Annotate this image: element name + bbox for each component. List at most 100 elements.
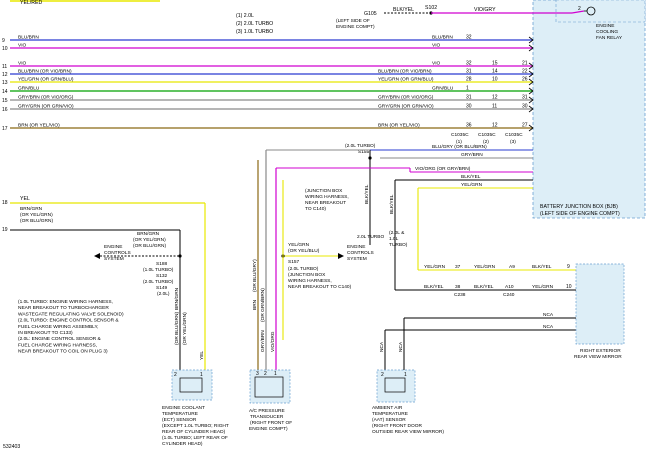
pin-number: 32 bbox=[466, 35, 472, 41]
label-line: NEAR BREAKOUT TO TURBOCHARGER bbox=[18, 305, 109, 311]
svg-text:(OR YEL/GRN): (OR YEL/GRN) bbox=[182, 312, 188, 345]
row-wire-label: BLU/BRN bbox=[18, 35, 39, 41]
yel-grn-wire: YEL/GRN bbox=[461, 182, 483, 188]
pin-number: 31 bbox=[466, 69, 472, 75]
s155: S155 bbox=[358, 149, 370, 155]
svg-text:(1): (1) bbox=[456, 139, 462, 145]
svg-text:RIGHT EXTERIOR: RIGHT EXTERIOR bbox=[580, 348, 621, 354]
row-wire-label-right: VIO bbox=[432, 61, 441, 67]
svg-text:3: 3 bbox=[256, 371, 259, 377]
vio-org-wire: VIO/ORG (OR GRY/BRN) bbox=[415, 166, 471, 172]
svg-text:NEAR BREAKOUT TO C140): NEAR BREAKOUT TO C140) bbox=[288, 284, 352, 290]
row-wire-label-right: GRN/BLU bbox=[432, 86, 454, 92]
vio-gry-header: VIO/GRY bbox=[474, 7, 496, 13]
pin-number: 14 bbox=[492, 69, 498, 75]
svg-text:1: 1 bbox=[404, 372, 407, 378]
mirror-box bbox=[575, 263, 625, 345]
yel-grn-s157: YEL/GRN bbox=[288, 242, 310, 248]
pin-number: 32 bbox=[466, 61, 472, 67]
relay-label-3: FAN RELAY bbox=[596, 35, 623, 41]
label-line: NEAR BREAKOUT TO COIL ON PLUG 3) bbox=[18, 349, 108, 355]
svg-text:(2.0L &: (2.0L & bbox=[389, 230, 405, 236]
pin-number: 1 bbox=[466, 86, 469, 92]
footer-code: 532403 bbox=[3, 444, 20, 450]
row-number: 17 bbox=[2, 126, 8, 132]
label-line: TEMPERATURE bbox=[162, 411, 198, 417]
label-line: (2.0L: ENGINE CONTROL SENSOR & bbox=[18, 336, 102, 342]
row-wire-label: VIO bbox=[18, 43, 27, 49]
g105-label: G105 bbox=[364, 11, 377, 17]
pin-number: 26 bbox=[522, 77, 528, 83]
connector-arrow-icon bbox=[528, 105, 534, 113]
svg-text:C238: C238 bbox=[454, 292, 466, 298]
connector-arrow-icon bbox=[528, 96, 534, 104]
svg-text:10: 10 bbox=[566, 284, 572, 290]
svg-text:YEL/GRN: YEL/GRN bbox=[532, 284, 554, 290]
row-wire-label-right: BRN (OR YEL/VIO) bbox=[378, 123, 420, 129]
svg-text:ENGINE COMPT): ENGINE COMPT) bbox=[249, 426, 288, 432]
pin-number: 10 bbox=[492, 77, 498, 83]
svg-text:(JUNCTION BOX: (JUNCTION BOX bbox=[305, 188, 343, 194]
relay-label-1: ENGINE bbox=[596, 23, 614, 29]
row-wire-label-right: VIO bbox=[432, 43, 441, 49]
pin-number: 30 bbox=[522, 104, 528, 110]
svg-text:C240: C240 bbox=[503, 292, 515, 298]
bjb-label-2: (LEFT SIDE OF ENGINE COMPT) bbox=[540, 211, 620, 217]
svg-text:YEL/GRN: YEL/GRN bbox=[474, 264, 496, 270]
svg-text:WIRING HARNESS,: WIRING HARNESS, bbox=[305, 194, 349, 200]
legend-item-3: (3) 1.0L TURBO bbox=[236, 29, 273, 35]
svg-text:NCA: NCA bbox=[379, 341, 385, 352]
row-number: 16 bbox=[2, 107, 8, 113]
label-line: REAR OF CYLINDER HEAD) bbox=[162, 429, 226, 435]
row-wire-label: YEL/GRN (OR GRN/BLU) bbox=[18, 77, 74, 83]
svg-text:ENGINE: ENGINE bbox=[347, 244, 365, 250]
svg-text:YEL: YEL bbox=[199, 351, 205, 360]
row-number: 13 bbox=[2, 80, 8, 86]
svg-text:(2): (2) bbox=[483, 139, 489, 145]
svg-text:9: 9 bbox=[567, 264, 570, 270]
row-number: 15 bbox=[2, 98, 8, 104]
svg-text:1: 1 bbox=[200, 372, 203, 378]
svg-text:CONTROLS: CONTROLS bbox=[104, 250, 131, 256]
blk-yel-header: BLK/YEL bbox=[393, 7, 414, 13]
svg-text:(2.0L TURBO): (2.0L TURBO) bbox=[288, 266, 319, 272]
turbo-label: 2.0L TURBO bbox=[357, 234, 384, 240]
legend-item-1: (1) 2.0L bbox=[236, 13, 254, 19]
svg-text:BRN/GRN: BRN/GRN bbox=[174, 287, 180, 310]
svg-text:(JUNCTION BOX: (JUNCTION BOX bbox=[288, 272, 326, 278]
row-wire-label-right: GRY/BRN (OR VIO/ORG) bbox=[378, 95, 434, 101]
label-line: (2.0L TURBO: ENGINE CONTROL SENSOR & bbox=[18, 318, 119, 324]
svg-text:GRY/BRN: GRY/BRN bbox=[260, 330, 266, 352]
svg-text:(1.0L TURBO): (1.0L TURBO) bbox=[143, 267, 174, 273]
svg-text:NCA: NCA bbox=[543, 312, 554, 318]
label-line: OUTSIDE REAR VIEW MIRROR) bbox=[372, 429, 444, 435]
svg-text:(2.0L): (2.0L) bbox=[157, 291, 170, 297]
label-line: (AAT) SENSOR bbox=[372, 417, 406, 423]
svg-text:NCA: NCA bbox=[398, 341, 404, 352]
g105-note: (LEFT SIDE OF bbox=[336, 18, 370, 24]
svg-text:18: 18 bbox=[2, 200, 8, 206]
pin-number: 28 bbox=[466, 77, 472, 83]
svg-text:TURBO): TURBO) bbox=[389, 242, 408, 248]
svg-text:(RIGHT FRONT OF: (RIGHT FRONT OF bbox=[250, 420, 292, 426]
label-line: (EXCEPT 1.0L TURBO; RIGHT bbox=[162, 423, 229, 429]
connector-arrow-icon bbox=[528, 124, 534, 132]
bjb-box bbox=[532, 0, 646, 219]
label-line: WASTEGATE REGULATING VALVE SOLENOID) bbox=[18, 311, 124, 317]
svg-text:(OR YEL/BLU): (OR YEL/BLU) bbox=[288, 248, 320, 254]
pin-number: 22 bbox=[522, 69, 528, 75]
ac-transducer-icon bbox=[254, 376, 284, 398]
top-wire: YEL/RED bbox=[20, 0, 42, 6]
svg-text:CONTROLS: CONTROLS bbox=[347, 250, 374, 256]
conn-c1035c-2: C1035C bbox=[478, 132, 496, 138]
svg-text:2: 2 bbox=[381, 372, 384, 378]
svg-text:A/C PRESSURE: A/C PRESSURE bbox=[249, 408, 285, 414]
row-wire-label-right: BLU/BRN (OR VIO/BRN) bbox=[378, 69, 432, 75]
svg-text:1: 1 bbox=[274, 371, 277, 377]
blk-yel-wire: BLK/YEL bbox=[461, 174, 481, 180]
pin-number: 30 bbox=[466, 104, 472, 110]
svg-text:TRANSDUCER: TRANSDUCER bbox=[250, 414, 284, 420]
svg-text:S188: S188 bbox=[156, 261, 168, 267]
